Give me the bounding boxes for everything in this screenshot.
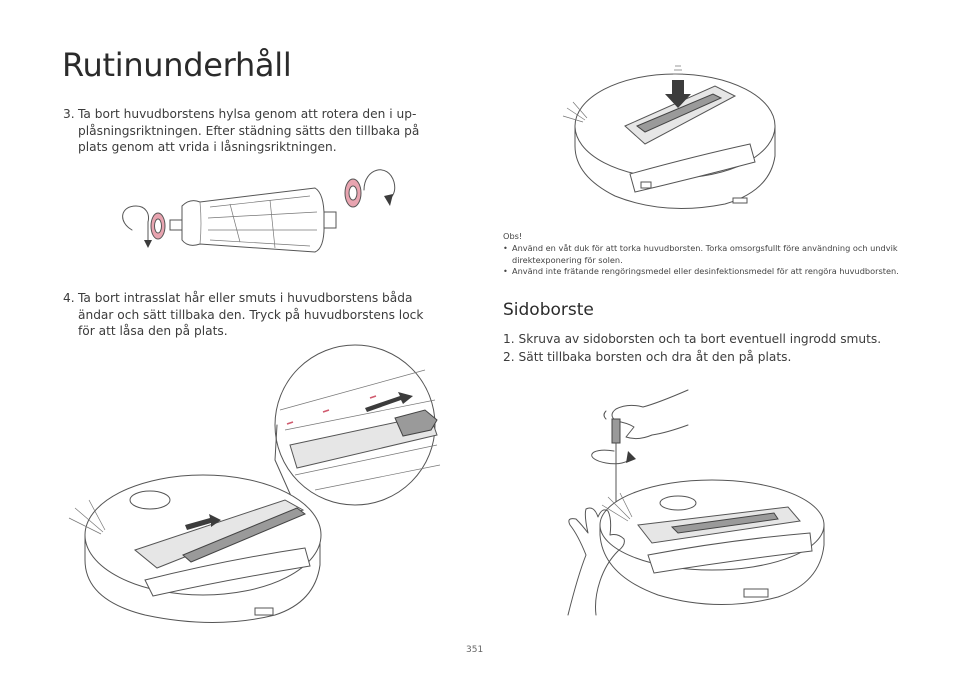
main-brush-caps-illustration (122, 169, 396, 253)
robot-screwdriver-illustration (567, 389, 825, 616)
step-text: Ta bort intrasslat hår eller smuts i huv… (78, 291, 424, 338)
side-brush-steps: 1. Skruva av sidoborsten och ta bort eve… (503, 330, 903, 366)
bullet-glyph: • (503, 243, 508, 254)
bullet-glyph: • (503, 266, 508, 277)
page-title: Rutinunderhåll (62, 46, 292, 84)
side-brush-step: 2. Sätt tillbaka borsten och dra åt den … (503, 350, 792, 364)
step-4: 4. Ta bort intrasslat hår eller smuts i … (63, 290, 443, 340)
robot-brush-zoom-illustration (68, 344, 441, 623)
step-number: 4. (63, 291, 75, 305)
note-box: Obs! • Använd en våt duk för att torka h… (503, 231, 903, 278)
step-3: 3. Ta bort huvudborstens hylsa genom att… (63, 106, 443, 156)
step-text: Ta bort huvudborstens hylsa genom att ro… (78, 107, 420, 154)
page-number: 351 (466, 645, 484, 655)
note-item: • Använd en våt duk för att torka huvudb… (503, 243, 903, 266)
note-item-text: Använd inte frätande rengöringsmedel ell… (512, 266, 899, 277)
note-item-text: Använd en våt duk för att torka huvudbor… (512, 243, 898, 265)
note-title: Obs! (503, 231, 523, 241)
side-brush-heading: Sidoborste (503, 300, 594, 320)
note-item: • Använd inte frätande rengöringsmedel e… (503, 266, 903, 277)
step-number: 3. (63, 107, 75, 121)
robot-press-cover-illustration (562, 65, 776, 209)
side-brush-step: 1. Skruva av sidoborsten och ta bort eve… (503, 332, 882, 346)
